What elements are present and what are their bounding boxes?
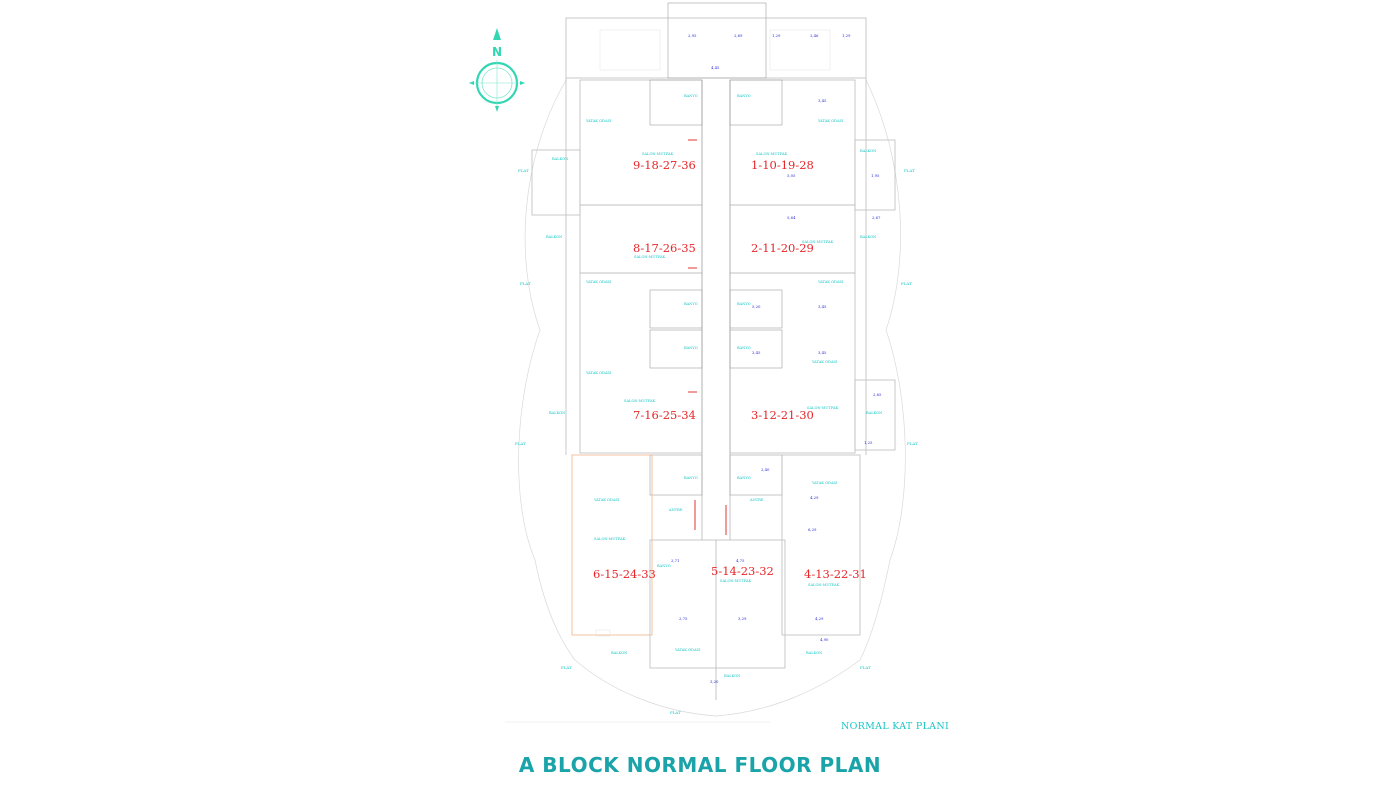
- door-markers: [688, 139, 727, 535]
- unit-label: 8-17-26-35: [633, 241, 696, 255]
- compass: N: [469, 28, 525, 112]
- dimension-label: 4,75: [736, 558, 745, 563]
- room-label: BANYO: [684, 302, 698, 306]
- dimension-label: 2,67: [872, 215, 881, 220]
- room-label: SALON-MUTFAK: [802, 240, 834, 244]
- unit-labels: 9-18-27-36 1-10-19-28 8-17-26-35 2-11-20…: [593, 158, 867, 581]
- dimension-label: 5,20: [752, 304, 761, 309]
- unit-label: 5-14-23-32: [711, 564, 774, 578]
- room-label: SALON-MUTFAK: [642, 152, 674, 156]
- unit-label: 3-12-21-30: [751, 408, 814, 422]
- dimension-label: 3,45: [818, 98, 827, 103]
- room-label: BALKON: [546, 235, 562, 239]
- dimension-label: 3,20: [710, 679, 719, 684]
- room-label: SALON-MUTFAK: [808, 583, 840, 587]
- room-label: SALON-MUTFAK: [634, 255, 666, 259]
- outer-outline: [505, 79, 906, 723]
- flat-label: FLAT: [860, 665, 871, 670]
- flat-label: FLAT: [518, 168, 529, 173]
- plan-caption: NORMAL KAT PLANI: [841, 721, 950, 732]
- dimension-label: 2,95: [688, 33, 697, 38]
- floor-plan: N: [469, 2, 918, 723]
- flat-label: FLAT: [901, 281, 912, 286]
- dimension-label: 4,29: [815, 616, 824, 621]
- room-label: SALON-MUTFAK: [720, 579, 752, 583]
- flat-label: FLAT: [520, 281, 531, 286]
- room-label: BANYO: [684, 476, 698, 480]
- room-label: BANYO: [657, 564, 671, 568]
- unit-label: 7-16-25-34: [633, 408, 696, 422]
- unit-label: 4-13-22-31: [804, 567, 867, 581]
- room-label: YATAK ODASI: [817, 119, 844, 123]
- room-label: BANYO: [737, 302, 751, 306]
- dimension-label: 2,40: [761, 467, 770, 472]
- room-label: BALKON: [724, 674, 740, 678]
- unit-label: 6-15-24-33: [593, 567, 656, 581]
- room-label: SALON-MUTFAK: [807, 406, 839, 410]
- room-label: ANTRE: [749, 498, 764, 502]
- room-label: YATAK ODASI: [585, 371, 612, 375]
- flat-labels: FLAT FLAT FLAT FLAT FLAT FLAT FLAT FLAT …: [515, 168, 918, 715]
- dimension-label: 4,90: [820, 637, 829, 642]
- dimension-label: 2,75: [679, 616, 688, 621]
- room-label: BANYO: [737, 476, 751, 480]
- dimension-label: 2,46: [810, 33, 819, 38]
- room-label: YATAK ODASI: [674, 648, 701, 652]
- dimension-label: 3,45: [818, 304, 827, 309]
- unit-label: 2-11-20-29: [751, 241, 814, 255]
- unit-label: 1-10-19-28: [751, 158, 814, 172]
- dimension-label: 5,05: [787, 173, 796, 178]
- room-label: BANYO: [684, 94, 698, 98]
- dimension-label: 4,45: [711, 65, 720, 70]
- room-label: BALKON: [866, 411, 882, 415]
- flat-label: FLAT: [907, 441, 918, 446]
- room-label: YATAK ODASI: [593, 498, 620, 502]
- building-walls: [531, 2, 896, 700]
- page-title: A BLOCK NORMAL FLOOR PLAN: [518, 753, 882, 777]
- dimension-label: 6,29: [808, 527, 817, 532]
- dimension-label: 2,69: [734, 33, 743, 38]
- flat-label: FLAT: [904, 168, 915, 173]
- dimension-label: 4,29: [810, 495, 819, 500]
- dimension-label: 3,45: [752, 350, 761, 355]
- room-label: BALKON: [806, 651, 822, 655]
- room-label: BANYO: [737, 346, 751, 350]
- dimension-label: 2,71: [671, 558, 679, 563]
- dimension-label: 1,95: [871, 173, 880, 178]
- dimension-label: 1,25: [864, 440, 873, 445]
- room-label: YATAK ODASI: [811, 481, 838, 485]
- room-label: BANYO: [684, 346, 698, 350]
- dimension-labels: 2,95 2,69 1,29 2,46 1,29 4,45 3,45 5,05 …: [671, 33, 882, 684]
- flat-label: FLAT: [515, 441, 526, 446]
- compass-north-letter: N: [492, 45, 502, 59]
- room-label: YATAK ODASI: [585, 119, 612, 123]
- dimension-label: 3,29: [738, 616, 747, 621]
- room-label: SALON-MUTFAK: [594, 537, 626, 541]
- unit-label: 9-18-27-36: [633, 158, 696, 172]
- room-label: BANYO: [737, 94, 751, 98]
- room-label: BALKON: [549, 411, 565, 415]
- north-arrow-icon: [493, 28, 501, 40]
- room-labels: YATAK ODASI YATAK ODASI SALON-MUTFAK SAL…: [546, 94, 882, 678]
- room-label: BALKON: [611, 651, 627, 655]
- room-label: SALON-MUTFAK: [756, 152, 788, 156]
- room-label: YATAK ODASI: [585, 280, 612, 284]
- dimension-label: 3,45: [818, 350, 827, 355]
- room-label: BALKON: [860, 149, 876, 153]
- room-label: ANTRE: [668, 508, 683, 512]
- dimension-label: 1,29: [842, 33, 851, 38]
- room-label: BALKON: [552, 157, 568, 161]
- dimension-label: 2,65: [873, 392, 882, 397]
- dimension-label: 5,64: [787, 215, 796, 220]
- dimension-label: 1,29: [772, 33, 781, 38]
- room-label: YATAK ODASI: [817, 280, 844, 284]
- flat-label: FLAT: [670, 710, 681, 715]
- room-label: BALKON: [860, 235, 876, 239]
- flat-label: FLAT: [561, 665, 572, 670]
- room-label: YATAK ODASI: [811, 360, 838, 364]
- room-label: SALON-MUTFAK: [624, 399, 656, 403]
